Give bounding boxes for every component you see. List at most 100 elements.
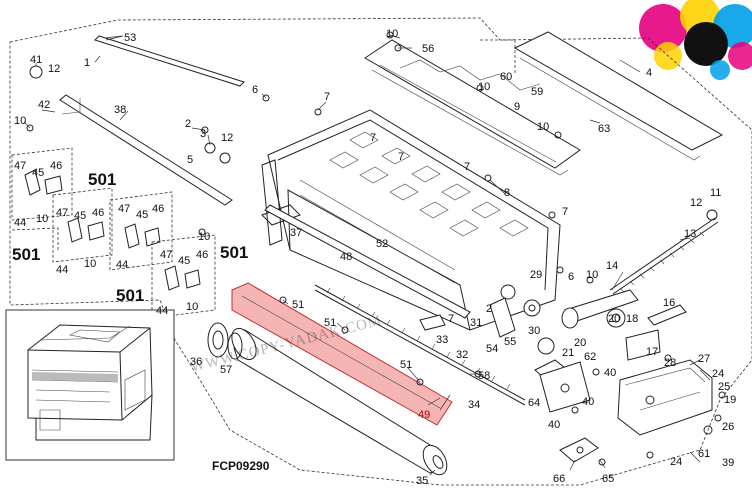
part-label: 58 xyxy=(478,370,490,382)
lower-rail-part xyxy=(59,94,233,206)
main-frame-assembly xyxy=(261,109,561,331)
part-label: 57 xyxy=(220,364,232,376)
part-label: 62 xyxy=(584,351,596,363)
part-label: 2 xyxy=(486,303,492,315)
top-guide-plate xyxy=(364,39,581,176)
part-label: 10 xyxy=(84,258,96,270)
part-label: 30 xyxy=(528,325,540,337)
part-label: 501 xyxy=(88,170,116,189)
part-label: 31 xyxy=(470,317,482,329)
ring-57 xyxy=(227,332,243,360)
part-label: 35 xyxy=(416,475,428,487)
upper-rail-part xyxy=(94,35,245,87)
part-label: 41 xyxy=(30,54,42,66)
part-label: 46 xyxy=(92,207,104,219)
part-label: 48 xyxy=(340,251,352,263)
part-label: 501 xyxy=(116,286,144,305)
part-label: 17 xyxy=(646,346,658,358)
lever-65 xyxy=(559,437,599,463)
part-label: 18 xyxy=(626,313,638,325)
part-label: 10 xyxy=(386,28,398,40)
part-label: 34 xyxy=(468,399,480,411)
spiral-shaft-34 xyxy=(314,284,526,406)
part-label: 63 xyxy=(598,123,610,135)
part-label: 5 xyxy=(187,154,193,166)
part-label: 38 xyxy=(114,104,126,116)
part-label: 53 xyxy=(124,32,136,44)
part-number-labels: 53 1 41 12 42 38 10 2 3 12 5 47 45 46 50… xyxy=(12,28,736,487)
part-label: 54 xyxy=(486,343,498,355)
part-label: 6 xyxy=(252,84,258,96)
part-label: 40 xyxy=(582,396,594,408)
part-label: 12 xyxy=(48,63,60,75)
ring-36 xyxy=(207,322,229,358)
part-label: 46 xyxy=(152,203,164,215)
diagram-code: FCP09290 xyxy=(212,459,270,473)
highlighted-part-label: 49 xyxy=(418,409,430,421)
part-label: 7 xyxy=(448,313,454,325)
part-label: 45 xyxy=(32,167,44,179)
part-label: 6 xyxy=(568,271,574,283)
part-label: 19 xyxy=(724,394,736,406)
part-label: 4 xyxy=(646,67,652,79)
part-label: 3 xyxy=(200,128,206,140)
part-label: 61 xyxy=(698,448,710,460)
part-label: 37 xyxy=(290,227,302,239)
part-label: 10 xyxy=(36,213,48,225)
part-label: 20 xyxy=(608,313,620,325)
part-label: 47 xyxy=(160,249,172,261)
printer-location-inset xyxy=(5,309,175,461)
part-label: 27 xyxy=(698,353,710,365)
part-label: 45 xyxy=(178,255,190,267)
sensor-subassembly-boxes xyxy=(11,147,216,319)
part-label: 7 xyxy=(398,151,404,163)
part-label: 7 xyxy=(464,161,470,173)
bracket-64 xyxy=(539,361,591,413)
part-label: 10 xyxy=(14,115,26,127)
part-label: 40 xyxy=(604,367,616,379)
part-label: 12 xyxy=(221,132,233,144)
part-label: 55 xyxy=(504,336,516,348)
part-label: 20 xyxy=(574,337,586,349)
part-label: 29 xyxy=(530,269,542,281)
part-label: 25 xyxy=(718,381,730,393)
part-label: 13 xyxy=(684,228,696,240)
part-label: 7 xyxy=(324,91,330,103)
part-label: 45 xyxy=(74,210,86,222)
part-label: 9 xyxy=(514,101,520,113)
part-label: 501 xyxy=(12,245,40,264)
part-label: 51 xyxy=(324,317,336,329)
spiral-shaft-13 xyxy=(609,217,719,295)
part-label: 24 xyxy=(712,368,724,380)
part-label: 26 xyxy=(722,421,734,433)
part-label: 12 xyxy=(690,197,702,209)
lower-guide-bar xyxy=(264,204,471,319)
part-label: 47 xyxy=(14,160,26,172)
part-label: 44 xyxy=(56,264,68,276)
part-label: 10 xyxy=(186,301,198,313)
part-label: 32 xyxy=(456,349,468,361)
part-label: 46 xyxy=(50,160,62,172)
part-label: 10 xyxy=(478,81,490,93)
part-label: 7 xyxy=(562,206,568,218)
part-label: 47 xyxy=(56,207,68,219)
part-label: 52 xyxy=(376,238,388,250)
part-label: 21 xyxy=(562,347,574,359)
part-label: 66 xyxy=(553,473,565,485)
part-label: 16 xyxy=(663,297,675,309)
part-label: 10 xyxy=(198,231,210,243)
part-label: 39 xyxy=(722,457,734,469)
leader-lines xyxy=(23,34,711,476)
part-label: 44 xyxy=(14,217,26,229)
part-label: 7 xyxy=(370,132,376,144)
part-label: 51 xyxy=(400,359,412,371)
part-label: 10 xyxy=(537,121,549,133)
part-label: 56 xyxy=(422,43,434,55)
part-label: 28 xyxy=(664,357,676,369)
part-label: 11 xyxy=(710,187,721,199)
highlighted-part-49 xyxy=(231,282,453,426)
part-label: 1 xyxy=(84,57,90,69)
drive-bracket-27 xyxy=(617,359,713,436)
